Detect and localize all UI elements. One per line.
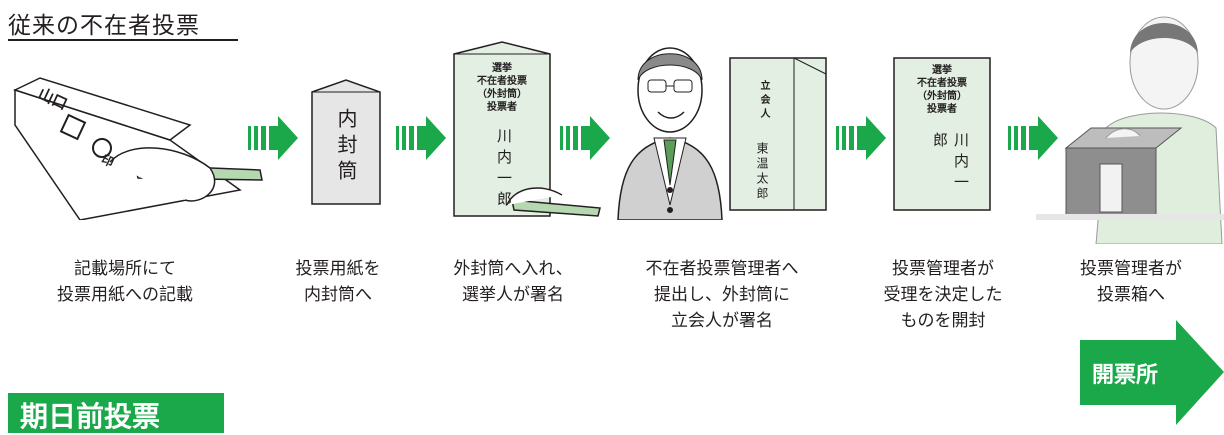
step-caption-1: 記載場所にて 投票用紙への記載 bbox=[57, 259, 193, 305]
step-caption-4: 不在者投票管理者へ 提出し、外封筒に 立会人が署名 bbox=[645, 259, 799, 331]
witness-envelope-illustration: 立会人 東温太郎 bbox=[728, 56, 828, 212]
flow-arrow-1 bbox=[248, 116, 298, 160]
ballot-box-illustration bbox=[1036, 8, 1224, 245]
ballot-paper-illustration: 山口 ● 印 bbox=[10, 70, 270, 221]
counting-station-arrow bbox=[1080, 320, 1224, 425]
voting-manager-figure bbox=[614, 20, 726, 221]
outer-envelope-illustration: 選挙 不在者投票 （外封筒） 投票者 川内一郎 bbox=[452, 40, 604, 220]
counting-station-label: 開票所 bbox=[1092, 363, 1159, 388]
inner-envelope-label: 内封筒 bbox=[334, 108, 358, 186]
flow-arrow-5 bbox=[1008, 116, 1058, 160]
early-voting-section-header: 期日前投票 bbox=[8, 393, 224, 433]
opened-envelope-header: 選挙 不在者投票 （外封筒） 投票者 bbox=[917, 65, 967, 115]
outer-envelope-voter-name: 川内一郎 bbox=[495, 128, 513, 212]
inner-envelope-illustration: 内封筒 bbox=[310, 78, 382, 206]
title-underline bbox=[8, 39, 238, 41]
step-caption-2: 投票用紙を 内封筒へ bbox=[295, 259, 381, 305]
witness-role-label: 立会人 bbox=[758, 80, 769, 122]
opened-envelope-voter-name: 川内一郎 bbox=[931, 132, 970, 195]
early-voting-label: 期日前投票 bbox=[20, 400, 161, 433]
step-caption-6: 投票管理者が 投票箱へ bbox=[1080, 259, 1182, 305]
flow-arrow-4 bbox=[836, 116, 886, 160]
witness-name: 東温太郎 bbox=[755, 142, 769, 202]
step-caption-3: 外封筒へ入れ、 選挙人が署名 bbox=[453, 259, 573, 305]
step-caption-5: 投票管理者が 受理を決定した ものを開封 bbox=[883, 259, 1003, 331]
flow-arrow-3 bbox=[560, 116, 610, 160]
diagram-title: 従来の不在者投票 bbox=[8, 13, 200, 39]
opened-envelope-illustration: 選挙 不在者投票 （外封筒） 投票者 川内一郎 bbox=[892, 56, 992, 212]
outer-envelope-header: 選挙 不在者投票 （外封筒） 投票者 bbox=[477, 63, 527, 113]
flow-arrow-2 bbox=[396, 116, 446, 160]
